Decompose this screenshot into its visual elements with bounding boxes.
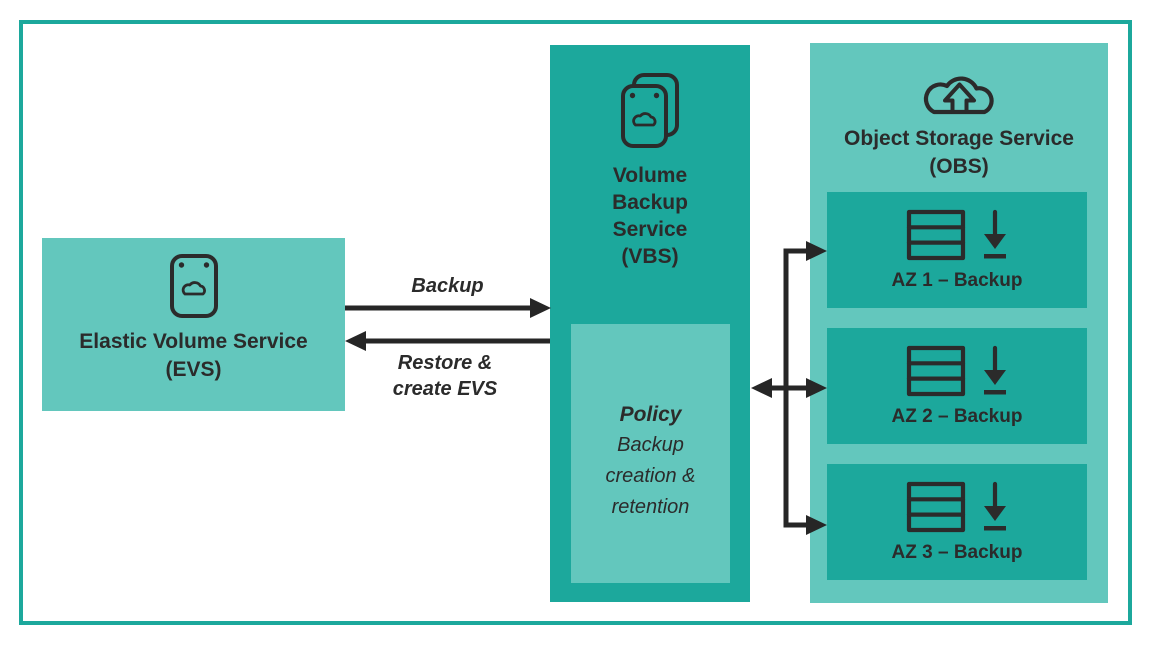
- evs-node: Elastic Volume Service (EVS): [42, 238, 345, 411]
- backup-arrow-label: Backup: [411, 275, 484, 297]
- az2-backup-box: AZ 2 – Backup: [827, 328, 1087, 444]
- download-icon: [983, 481, 1006, 530]
- az1-icons: [906, 209, 1009, 261]
- az3-icons: [906, 481, 1009, 533]
- obs-node: Object Storage Service (OBS) AZ 1 – Back…: [810, 43, 1108, 603]
- policy-line1: Backup: [617, 433, 684, 456]
- restore-arrow-label: Restore & create EVS: [340, 350, 550, 402]
- az3-backup-box: AZ 3 – Backup: [827, 464, 1087, 580]
- restore-label-line1: Restore &: [397, 352, 493, 374]
- diagram-frame: [19, 20, 1132, 625]
- policy-box: Policy Backup creation & retention: [571, 324, 730, 583]
- storage-stack-icon: [906, 345, 965, 396]
- az1-label: AZ 1 – Backup: [891, 269, 1023, 291]
- volume-backup-stack-icon: [621, 73, 679, 148]
- az2-label: AZ 2 – Backup: [891, 405, 1023, 427]
- evs-title-line1: Elastic Volume Service: [79, 330, 308, 353]
- download-icon: [983, 345, 1006, 394]
- policy-text: Policy Backup creation & retention: [605, 399, 695, 523]
- az1-backup-box: AZ 1 – Backup: [827, 192, 1087, 308]
- cloud-upload-icon: [923, 76, 994, 115]
- vbs-title-line4: (VBS): [621, 245, 679, 268]
- obs-title-line1: Object Storage Service: [844, 127, 1074, 150]
- vbs-title-line2: Backup: [612, 191, 688, 214]
- obs-title: Object Storage Service (OBS): [810, 125, 1108, 181]
- volume-cloud-icon: [169, 254, 218, 318]
- download-icon: [983, 209, 1006, 258]
- policy-title: Policy: [619, 402, 682, 426]
- vbs-title: Volume Backup Service (VBS): [550, 162, 750, 270]
- evs-title-line2: (EVS): [165, 358, 222, 381]
- storage-stack-icon: [906, 209, 965, 260]
- vbs-title-line1: Volume: [612, 164, 688, 187]
- restore-label-line2: create EVS: [392, 378, 498, 400]
- az2-icons: [906, 345, 1009, 397]
- obs-title-line2: (OBS): [929, 155, 989, 178]
- vbs-title-line3: Service: [612, 218, 688, 241]
- policy-line2: creation &: [605, 464, 696, 487]
- policy-line3: retention: [611, 495, 690, 518]
- evs-title: Elastic Volume Service (EVS): [79, 328, 307, 384]
- storage-stack-icon: [906, 481, 965, 532]
- az3-label: AZ 3 – Backup: [891, 541, 1023, 563]
